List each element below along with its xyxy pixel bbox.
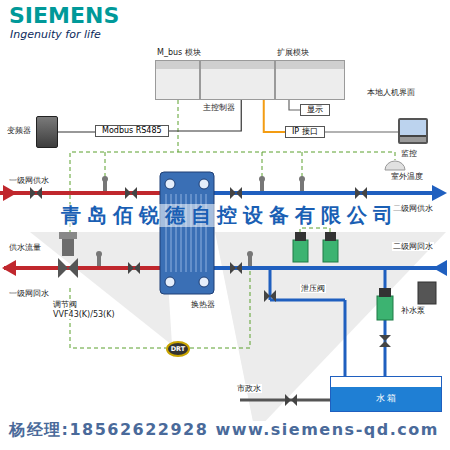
main-controller: 主控制器 (200, 60, 275, 100)
mbus-module: M_bus 模块 (155, 60, 200, 100)
device-label: 本地人机界面 (366, 88, 416, 97)
contact-footer: 杨经理:18562622928 www.siemens-qd.com (8, 421, 440, 439)
node-label: IP 接口 (292, 127, 318, 137)
sensor-label: 室外温度 (390, 172, 424, 181)
pipe-label: 二级网回水 (392, 242, 434, 251)
primary-supply-pipe (0, 191, 162, 195)
node-label: M_bus 模块 (156, 48, 202, 58)
connector-line (264, 100, 285, 132)
brand-slogan: Ingenuity for life (9, 29, 102, 42)
inverter-icon: 变频器 (36, 116, 58, 148)
ip-interface-box: IP 接口 (285, 126, 325, 138)
water-tank-box: 水 箱 (330, 376, 442, 412)
node-label: Modbus RS485 (102, 126, 162, 136)
display-box: 显示 (300, 104, 330, 116)
drt-circle: DRT (166, 341, 190, 357)
sensor-label: 供水流量 (8, 243, 42, 252)
flow-arrow (433, 260, 447, 276)
pump-label: 补水泵 (400, 306, 426, 315)
pump-symbol (293, 232, 436, 320)
connector-line (58, 131, 95, 132)
flow-arrow (3, 185, 17, 201)
node-label: 扩展模块 (276, 48, 310, 58)
valve-symbol (285, 394, 297, 406)
pipe-label: 市政水 (236, 384, 262, 393)
makeup-pipe (384, 268, 387, 376)
monitor-icon: 监控 (398, 118, 428, 144)
heat-exchanger (160, 172, 214, 294)
pipe-label: 一级网回水 (8, 289, 50, 298)
valve-label: 调节阀 (52, 300, 78, 309)
background-shape (30, 232, 172, 345)
node-label: 监控 (400, 149, 418, 159)
flow-arrow (2, 260, 16, 276)
valve-label: 泄压阀 (300, 284, 326, 293)
connector-line (325, 131, 398, 132)
connector-line (289, 100, 300, 110)
watermark: 青岛佰锐德自控设备有限公司 (60, 204, 400, 227)
node-label: 主控制器 (202, 103, 236, 113)
bus-box: Modbus RS485 (95, 125, 169, 137)
relief-pipe (270, 299, 345, 302)
expansion-module: 扩展模块 (275, 60, 345, 100)
node-label: 换热器 (190, 300, 216, 310)
secondary-return-pipe (213, 266, 446, 270)
node-label: 变频器 (6, 126, 32, 136)
node-label: 显示 (307, 105, 323, 115)
secondary-supply-pipe (213, 191, 436, 195)
valve-model: VVF43(K)/53(K) (52, 310, 116, 319)
flow-arrow (432, 185, 447, 201)
outdoor-sensor (385, 161, 405, 170)
control-valve (58, 232, 78, 278)
connector-line (169, 100, 242, 131)
brand-logo: SIEMENS (8, 3, 120, 28)
background-shape (215, 232, 446, 432)
heat-exchanger-box: 换热器 (160, 172, 214, 294)
pipe-label: 一级网供水 (8, 176, 50, 185)
relief-pipe (344, 300, 347, 376)
node-label: 水 箱 (376, 392, 397, 405)
node-label: DRT (168, 343, 188, 355)
